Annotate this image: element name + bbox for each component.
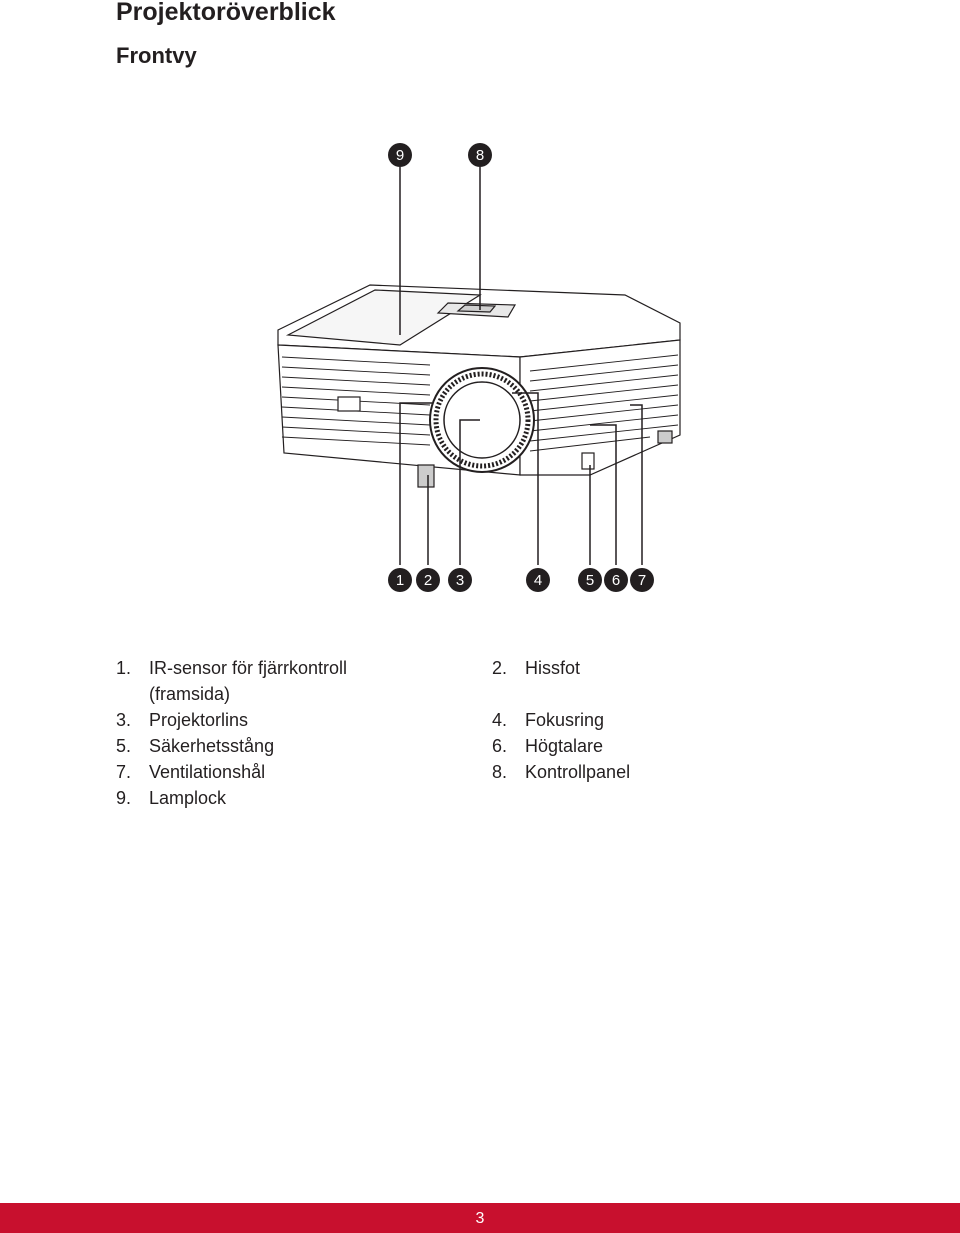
- page-footer-bar: 3: [0, 1203, 960, 1233]
- legend-item: 7. Ventilationshål: [116, 759, 399, 785]
- legend-text: Hissfot: [525, 658, 581, 678]
- page-title: Projektoröverblick: [116, 0, 336, 26]
- legend-text: Säkerhetsstång: [149, 736, 275, 756]
- ir-sensor-window: [337, 396, 361, 412]
- legend-text: Projektorlins: [149, 710, 249, 730]
- legend-number: 2.: [492, 658, 508, 678]
- callout-leader-lines: [399, 167, 643, 565]
- svg-text:7: 7: [638, 572, 646, 589]
- callout-badge-6: 6: [604, 568, 628, 592]
- legend-item: 4. Fokusring: [492, 707, 630, 733]
- legend-number: 3.: [116, 710, 132, 730]
- legend-number: 8.: [492, 762, 508, 782]
- legend-item: 5. Säkerhetsstång: [116, 733, 399, 759]
- callout-badge-8: 8: [468, 143, 492, 167]
- svg-text:2: 2: [424, 572, 432, 589]
- projector-front-view-diagram: 9 8 1 2 3 4 5 6: [260, 135, 700, 605]
- page-subtitle: Frontvy: [116, 43, 197, 68]
- security-bar: [581, 452, 595, 470]
- legend-text: Högtalare: [525, 736, 604, 756]
- legend-left-column: 1. IR-sensor för fjärrkontroll (framsida…: [116, 655, 399, 811]
- legend-number: 5.: [116, 736, 132, 756]
- legend-item: 9. Lamplock: [116, 785, 399, 811]
- legend-number: 9.: [116, 788, 132, 808]
- svg-text:9: 9: [396, 147, 404, 164]
- callout-badge-3: 3: [448, 568, 472, 592]
- callout-badge-1: 1: [388, 568, 412, 592]
- page-number: 3: [475, 1210, 485, 1227]
- svg-text:6: 6: [612, 572, 620, 589]
- svg-text:3: 3: [456, 572, 464, 589]
- callout-badge-4: 4: [526, 568, 550, 592]
- legend-number: 4.: [492, 710, 508, 730]
- callout-badge-9: 9: [388, 143, 412, 167]
- rear-foot: [657, 430, 673, 444]
- projector-illustration: [277, 284, 681, 488]
- legend-text: IR-sensor för fjärrkontroll (framsida): [149, 658, 348, 704]
- legend-item: 8. Kontrollpanel: [492, 759, 630, 785]
- legend-text: Ventilationshål: [149, 762, 266, 782]
- elevator-foot: [417, 464, 435, 488]
- legend-item: 3. Projektorlins: [116, 707, 399, 733]
- legend-text: Kontrollpanel: [525, 762, 631, 782]
- legend-right-column: 2. Hissfot 4. Fokusring 6. Högtalare 8. …: [492, 655, 630, 785]
- callout-badge-7: 7: [630, 568, 654, 592]
- svg-text:1: 1: [396, 572, 404, 589]
- svg-text:8: 8: [476, 147, 484, 164]
- legend-item: 6. Högtalare: [492, 733, 630, 759]
- legend-number: 1.: [116, 658, 132, 678]
- legend-text: Lamplock: [149, 788, 227, 808]
- legend-number: 7.: [116, 762, 132, 782]
- svg-text:5: 5: [586, 572, 594, 589]
- legend-number: 6.: [492, 736, 508, 756]
- legend-text: Fokusring: [525, 710, 605, 730]
- svg-text:4: 4: [534, 572, 542, 589]
- legend-item: 1. IR-sensor för fjärrkontroll (framsida…: [116, 655, 399, 707]
- legend-item: 2. Hissfot: [492, 655, 630, 681]
- callout-badge-2: 2: [416, 568, 440, 592]
- callout-badge-5: 5: [578, 568, 602, 592]
- projector-lens: [443, 381, 521, 459]
